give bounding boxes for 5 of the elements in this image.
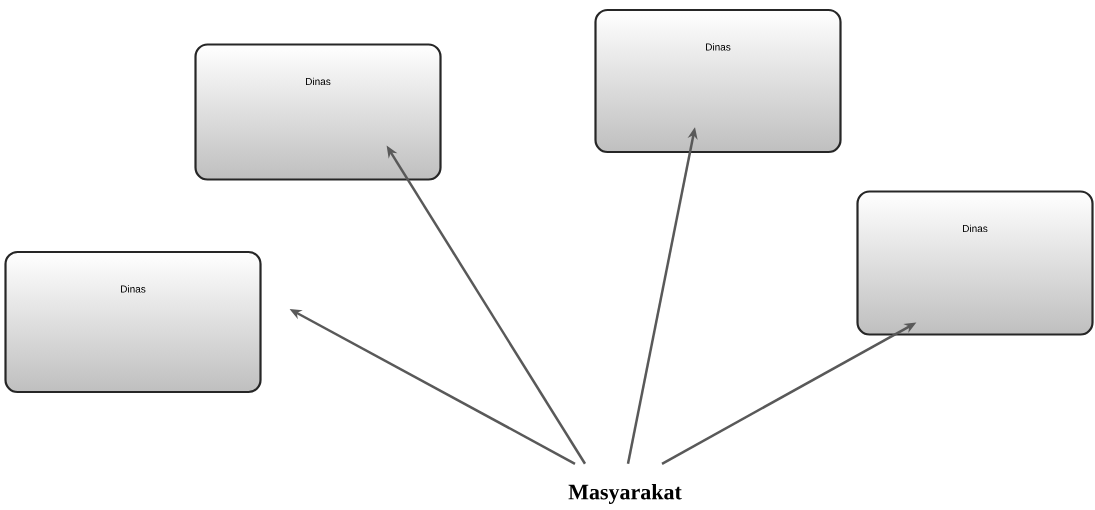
process-box: Dinas	[4, 250, 262, 394]
process-box: Dinas	[856, 190, 1094, 336]
process-box: Dinas	[594, 8, 842, 154]
node-text: Masyarakat	[568, 484, 682, 504]
process-box: Dinas	[194, 43, 442, 181]
